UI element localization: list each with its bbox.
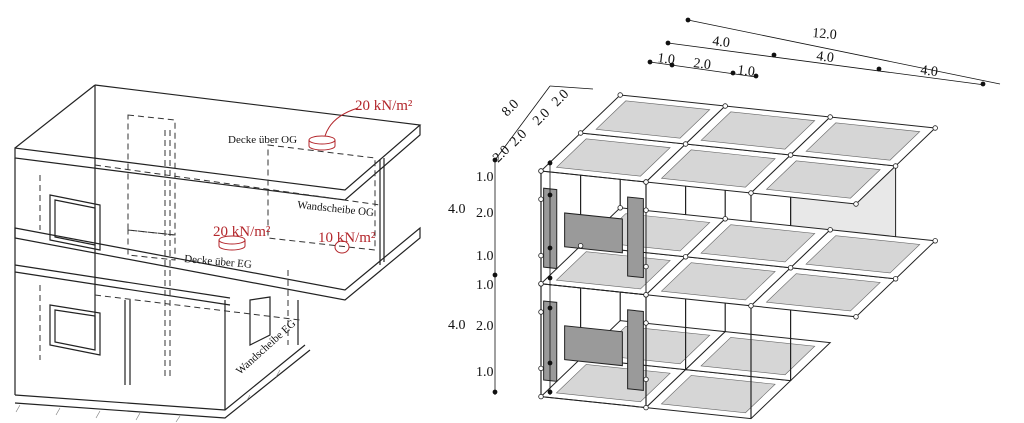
left-building-model: 20 kN/m² Decke über OG Wandscheibe OG 20… [14, 84, 422, 423]
load-label-mid-left: 20 kN/m² [213, 224, 271, 240]
node [748, 303, 754, 309]
load-label-mid-right: 10 kN/m² [318, 230, 376, 246]
node [643, 263, 649, 270]
node [577, 243, 584, 249]
dim-sub-3: 1.0 [737, 63, 756, 80]
dim-height-l2: 2.0 [476, 319, 494, 334]
dim-depth-3: 2.0 [530, 106, 553, 129]
window-opening [49, 304, 101, 356]
dim-height-upper: 4.0 [448, 202, 466, 217]
load-label-top: 20 kN/m² [355, 98, 413, 114]
slab-panel [660, 149, 776, 188]
wall-opening [564, 325, 623, 367]
node [892, 163, 899, 169]
node [722, 216, 728, 222]
dim-total-length: 12.0 [812, 26, 838, 43]
dim-depth-4: 2.0 [549, 87, 572, 110]
dim-height-u2: 2.0 [476, 206, 494, 221]
node [748, 190, 754, 196]
node [643, 376, 649, 383]
node [538, 196, 544, 202]
wall-opening [627, 196, 644, 279]
node [853, 201, 859, 207]
node [722, 103, 728, 109]
slab-panel [555, 138, 671, 177]
dim-sub-1: 1.0 [657, 51, 676, 68]
wall-opening [627, 309, 644, 391]
dim-sub-2: 2.0 [693, 56, 712, 73]
right-frame-model [538, 92, 938, 420]
node [538, 309, 544, 315]
dim-height-lower: 4.0 [448, 318, 466, 333]
node [538, 252, 544, 259]
node [892, 276, 899, 282]
load-symbol [218, 107, 359, 254]
node [682, 141, 689, 147]
node [787, 152, 794, 158]
node [932, 125, 938, 131]
slab-panel [660, 262, 776, 301]
node [682, 254, 689, 260]
label-slab-og: Decke über OG [228, 134, 297, 146]
node [787, 265, 794, 271]
node [643, 404, 649, 411]
node [538, 365, 544, 372]
node [617, 92, 623, 98]
dim-height-u1: 1.0 [476, 170, 494, 185]
wall-opening [564, 212, 623, 254]
slab-panel [700, 337, 816, 376]
dim-depth-total: 8.0 [499, 97, 522, 120]
ground-hatch [15, 369, 281, 423]
label-slab-eg: Decke über EG [184, 253, 253, 271]
node [538, 281, 544, 287]
node [643, 207, 649, 213]
slab-panel [660, 375, 776, 414]
node [827, 227, 833, 233]
dim-span-1: 4.0 [712, 34, 731, 51]
node [538, 168, 544, 174]
dim-height-l1: 1.0 [476, 278, 494, 293]
dim-span-3: 4.0 [920, 63, 939, 80]
label-wall-og: Wandscheibe OG [297, 199, 375, 219]
slab-panel [805, 122, 921, 161]
dim-depth-2: 2.0 [507, 127, 530, 150]
node [932, 238, 938, 244]
slab-panel [765, 160, 881, 199]
node [538, 393, 544, 400]
window-opening [49, 194, 101, 251]
slab-panel [765, 273, 881, 312]
node [827, 114, 833, 120]
slab-panel [700, 224, 816, 263]
dimension-lines [492, 17, 1001, 395]
dim-depth-1: 2.0 [490, 143, 513, 166]
node [643, 292, 649, 298]
node [853, 314, 859, 320]
label-wall-eg: Wandscheibe EG [234, 318, 298, 378]
node [617, 205, 623, 211]
slab-over-eg [14, 226, 421, 301]
node [643, 179, 649, 185]
node [643, 320, 649, 326]
node [577, 130, 584, 136]
slab-panel [595, 100, 711, 139]
dim-height-l3: 1.0 [476, 365, 494, 380]
slab-panel [700, 111, 816, 150]
dim-span-2: 4.0 [816, 49, 835, 66]
slab-panel [805, 235, 921, 274]
door-opening [249, 296, 271, 346]
dim-height-u3: 1.0 [476, 249, 494, 264]
